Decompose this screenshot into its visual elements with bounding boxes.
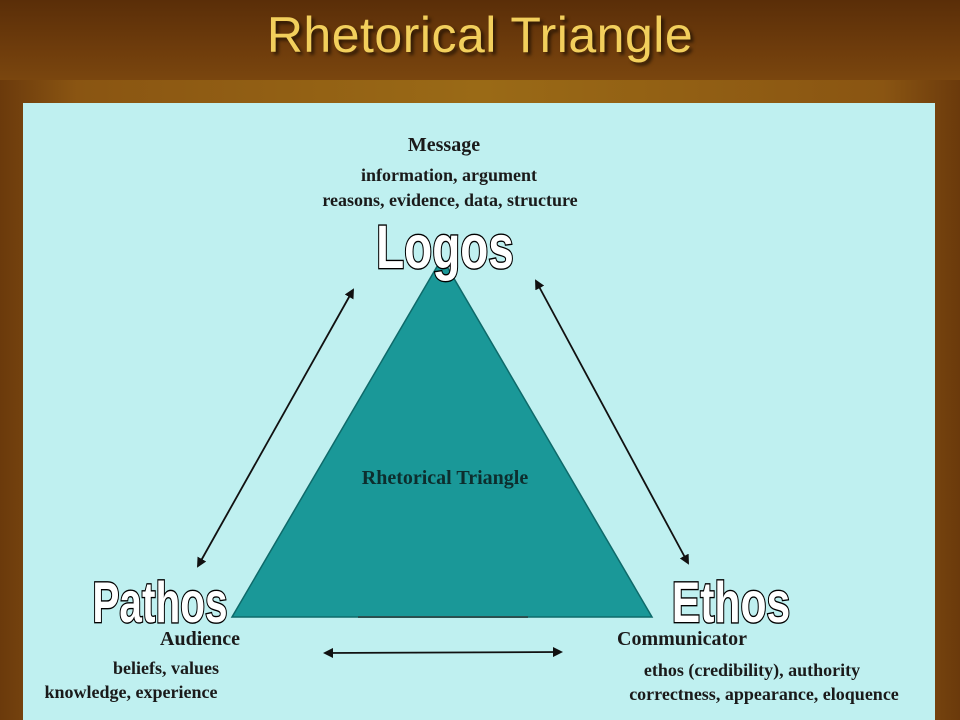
title-bar (0, 0, 960, 80)
pathos-label: Pathos (92, 570, 227, 635)
ethos-label: Ethos (672, 570, 790, 635)
communicator-heading: Communicator (617, 628, 747, 650)
triangle-shape (230, 256, 654, 618)
audience-line-2: knowledge, experience (45, 682, 218, 702)
slide-title: Rhetorical Triangle (266, 7, 694, 63)
message-line-1: information, argument (361, 165, 537, 185)
audience-heading: Audience (160, 628, 240, 650)
arrow-left-edge (197, 288, 354, 568)
arrow-right-edge (535, 279, 689, 565)
communicator-line-2: correctness, appearance, eloquence (629, 684, 899, 704)
communicator-line-1: ethos (credibility), authority (644, 660, 860, 681)
logos-label: Logos (376, 212, 514, 281)
audience-line-1: beliefs, values (113, 658, 219, 678)
message-line-2: reasons, evidence, data, structure (322, 190, 577, 210)
arrow-bottom-edge (323, 647, 563, 658)
triangle-center-label: Rhetorical Triangle (362, 467, 529, 489)
message-heading: Message (408, 134, 480, 156)
